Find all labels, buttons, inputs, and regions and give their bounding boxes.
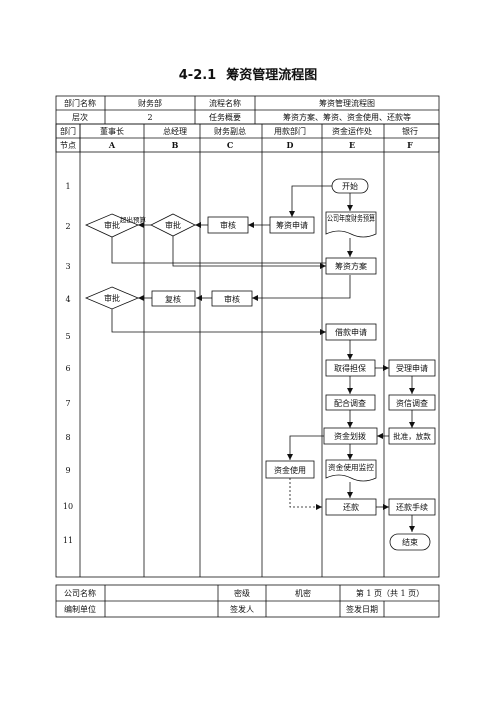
annual-budget-node (325, 211, 377, 238)
annual-budget-label: 公司年度财务预算 (327, 213, 375, 223)
connector-dashed (289, 478, 322, 510)
financing-plan-node (325, 257, 377, 275)
row-number-6: 6 (65, 364, 70, 373)
approve-diamond-b2 (150, 213, 196, 237)
row-number-7: 7 (65, 399, 70, 408)
financing-apply-label: 筹资申请 (276, 220, 308, 230)
cooperate-survey-label: 配合调查 (334, 398, 366, 408)
approve-diamond-a4 (84, 286, 140, 310)
review-node-c4 (211, 290, 253, 307)
credit-survey-node (388, 394, 436, 411)
task-value: 筹资方案、筹资、资金使用、还款等 (283, 112, 411, 122)
fund-transfer-node (323, 427, 378, 445)
review-node-c2 (207, 216, 249, 234)
repay-node (325, 498, 377, 516)
end-node (389, 533, 431, 551)
page-title: 4-2.1 筹资管理流程图 (0, 64, 496, 83)
footer-page-info: 第 1 页（共 1 页） (356, 588, 424, 598)
lane-code-b: B (172, 140, 179, 150)
connectors (111, 185, 415, 532)
footer-company-label: 公司名称 (64, 588, 96, 598)
review-c4-label: 审核 (224, 294, 240, 304)
repay-procedure-label: 还款手续 (396, 502, 428, 512)
row-number-10: 10 (63, 502, 73, 511)
lane-name-f: 银行 (402, 126, 418, 136)
cooperate-survey-node (325, 394, 376, 411)
financing-plan-label: 筹资方案 (335, 261, 367, 271)
accept-apply-node (388, 359, 436, 377)
fund-monitor-node (325, 459, 377, 482)
lane-name-e: 资金运作处 (332, 126, 372, 136)
row-number-1: 1 (65, 182, 70, 191)
task-label: 任务概要 (209, 112, 241, 122)
level-label: 层次 (72, 112, 88, 122)
lane-dept-label: 部门 (60, 126, 76, 136)
fund-use-label: 资金使用 (274, 465, 306, 475)
approve-a2-label: 审批 (104, 220, 120, 230)
loan-apply-label: 借款申请 (335, 327, 367, 337)
fund-transfer-label: 资金划拨 (334, 431, 366, 441)
lane-name-a: 董事长 (100, 126, 124, 136)
footer-unit-label: 编制单位 (64, 604, 96, 614)
approve-diamond-a2 (85, 213, 139, 238)
swimlane-grid (55, 123, 440, 578)
recheck-b4-label: 复核 (165, 294, 181, 304)
lane-code-c: C (227, 140, 233, 150)
end-label: 结束 (402, 537, 418, 547)
approve-loan-node (388, 427, 436, 445)
footer-table (55, 584, 440, 618)
lane-code-f: F (407, 140, 413, 150)
lane-name-b: 总经理 (163, 126, 187, 136)
get-guarantee-node (325, 359, 376, 377)
row-number-9: 9 (65, 466, 70, 475)
lane-code-d: D (287, 140, 294, 150)
approve-b2-label: 审批 (165, 220, 181, 230)
footer-secret-value: 机密 (295, 588, 311, 598)
process-label: 流程名称 (209, 98, 241, 108)
row-number-8: 8 (65, 433, 70, 442)
lane-node-label: 节点 (60, 141, 76, 150)
lane-name-c: 财务副总 (214, 126, 246, 136)
row-number-4: 4 (65, 295, 70, 304)
lane-name-d: 用款部门 (274, 126, 306, 136)
start-label: 开始 (342, 181, 358, 191)
lane-code-e: E (349, 140, 355, 150)
process-value: 筹资管理流程图 (319, 98, 375, 108)
approve-a4-label: 审批 (104, 293, 120, 303)
approve-loan-label: 批准，放款 (393, 431, 431, 441)
recheck-node-b4 (151, 290, 196, 307)
row-number-11: 11 (63, 536, 73, 545)
row-number-3: 3 (65, 262, 70, 271)
title-number: 4-2.1 (178, 68, 217, 83)
row-number-2: 2 (65, 222, 70, 231)
footer-issuer-label: 签发人 (230, 604, 254, 614)
fund-monitor-label: 资金使用监控 (328, 462, 375, 472)
loan-apply-node (325, 323, 377, 341)
level-value: 2 (147, 113, 152, 122)
footer-secret-label: 密级 (234, 588, 250, 598)
row-number-5: 5 (65, 332, 70, 341)
start-node (331, 178, 369, 194)
repay-procedure-node (388, 498, 436, 516)
repay-label: 还款 (343, 502, 359, 512)
over-budget-label: 超出预算 (120, 215, 147, 224)
financing-apply-node (269, 216, 315, 234)
review-c2-label: 审核 (220, 220, 236, 230)
dept-value: 财务部 (138, 98, 162, 108)
get-guarantee-label: 取得担保 (334, 363, 366, 373)
fund-use-node (265, 460, 315, 479)
footer-date-label: 签发日期 (346, 604, 378, 614)
credit-survey-label: 资信调查 (396, 398, 428, 408)
accept-apply-label: 受理申请 (396, 363, 428, 373)
dept-label: 部门名称 (64, 98, 96, 108)
title-text: 筹资管理流程图 (226, 68, 318, 83)
lane-code-a: A (108, 140, 116, 150)
